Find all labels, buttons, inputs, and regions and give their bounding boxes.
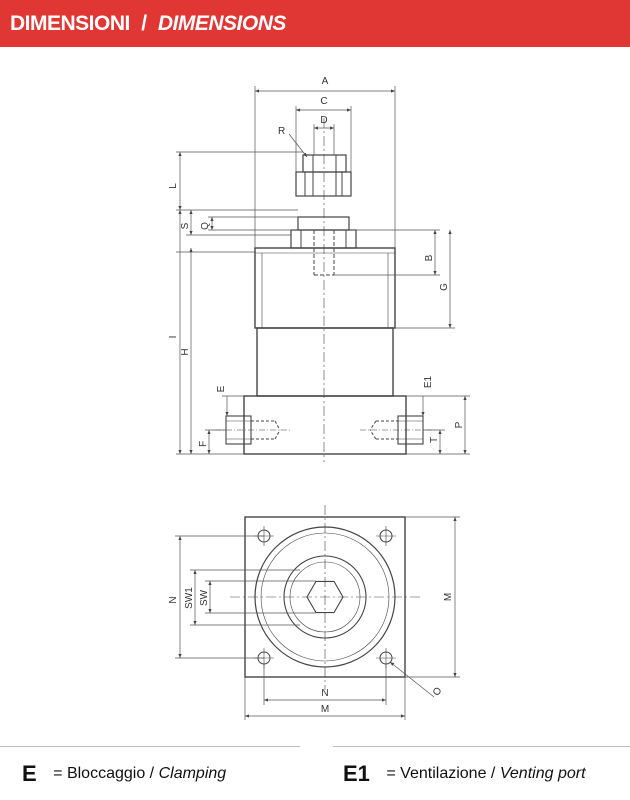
legend-equals-e1: = [386,765,396,782]
label-F: F [198,441,209,447]
label-R: R [278,126,285,137]
title-separator: / [141,12,147,35]
legend-equals-e: = [53,765,63,782]
legend-text-en-e: Clamping [158,765,227,782]
legend-text-it-e1: Ventilazione [400,765,487,782]
legend-code-e1: E1 [343,761,370,786]
label-SW1: SW1 [184,587,195,609]
label-S: S [180,222,191,229]
label-P: P [454,421,465,428]
label-B: B [424,254,435,261]
label-A: A [322,76,329,87]
label-N-vertical: N [168,596,179,603]
label-C: C [320,96,327,107]
legend-text-it-e: Bloccaggio [66,765,146,782]
label-E: E [216,385,227,392]
title-english: DIMENSIONS [157,12,287,35]
title-italian: DIMENSIONI [10,12,130,35]
legend-sep-e1: / [490,765,496,782]
label-M-horizontal: M [321,704,329,715]
label-T: T [429,437,440,443]
legend-sep-e: / [149,765,155,782]
top-view [175,505,460,720]
label-L: L [168,183,179,189]
label-N-horizontal: N [321,688,328,699]
label-G: G [439,283,450,291]
dimension-labels: A C D R L S Q I H E F B G E1 T P N SW1 S… [168,76,465,715]
technical-drawing: A C D R L S Q I H E F B G E1 T P N SW1 S… [168,76,470,720]
label-Q: Q [200,222,211,230]
label-SW: SW [199,589,210,606]
side-view [176,86,470,462]
label-D: D [320,115,327,126]
legend-divider-left [0,746,300,747]
legend-code-e: E [22,761,37,786]
label-I: I [168,336,179,339]
legend-venting: E1 = Ventilazione / Venting port [343,761,586,787]
legend-clamping: E = Bloccaggio / Clamping [22,761,226,787]
section-header: DIMENSIONI / DIMENSIONS [0,0,630,47]
label-E1: E1 [423,375,434,388]
legend-text-en-e1: Venting port [499,765,586,782]
label-M-vertical: M [443,593,454,601]
label-H: H [180,348,191,355]
legend-divider-right [333,746,630,747]
section-title: DIMENSIONI / DIMENSIONS [10,12,286,36]
